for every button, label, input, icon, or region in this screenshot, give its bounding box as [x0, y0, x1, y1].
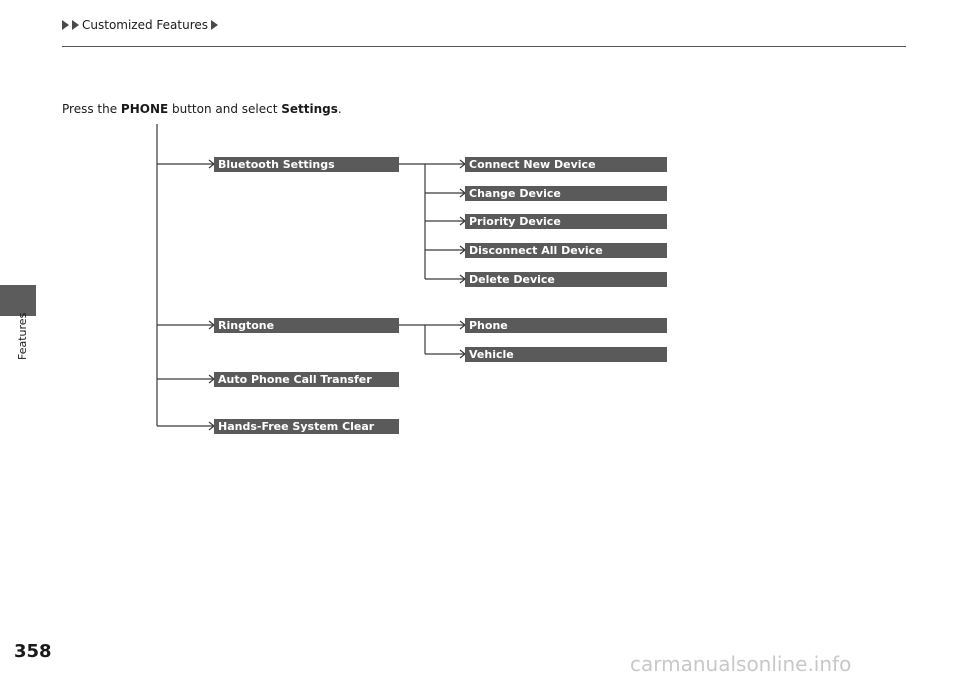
breadcrumb: Customized Features: [62, 18, 219, 32]
section-tab: [0, 285, 36, 316]
intro-text: Press the PHONE button and select Settin…: [62, 102, 342, 116]
menu-priority-device[interactable]: Priority Device: [465, 214, 667, 229]
watermark: carmanualsonline.info: [630, 652, 852, 676]
menu-hands-free-system-clear[interactable]: Hands-Free System Clear: [214, 419, 399, 434]
menu-auto-phone-call-transfer[interactable]: Auto Phone Call Transfer: [214, 372, 399, 387]
menu-connect-new-device[interactable]: Connect New Device: [465, 157, 667, 172]
menu-delete-device[interactable]: Delete Device: [465, 272, 667, 287]
menu-ringtone-phone[interactable]: Phone: [465, 318, 667, 333]
page-number: 358: [14, 641, 52, 662]
menu-bluetooth-settings[interactable]: Bluetooth Settings: [214, 157, 399, 172]
phone-button-name: PHONE: [120, 102, 169, 116]
menu-ringtone[interactable]: Ringtone: [214, 318, 399, 333]
header-divider: [62, 46, 906, 47]
settings-menu-name: Settings: [281, 102, 338, 116]
breadcrumb-arrow-icon: [72, 20, 79, 30]
breadcrumb-arrow-icon: [211, 20, 219, 30]
breadcrumb-text[interactable]: Customized Features: [82, 18, 209, 32]
breadcrumb-arrow-icon: [62, 20, 69, 30]
menu-ringtone-vehicle[interactable]: Vehicle: [465, 347, 667, 362]
menu-disconnect-all-device[interactable]: Disconnect All Device: [465, 243, 667, 258]
menu-change-device[interactable]: Change Device: [465, 186, 667, 201]
